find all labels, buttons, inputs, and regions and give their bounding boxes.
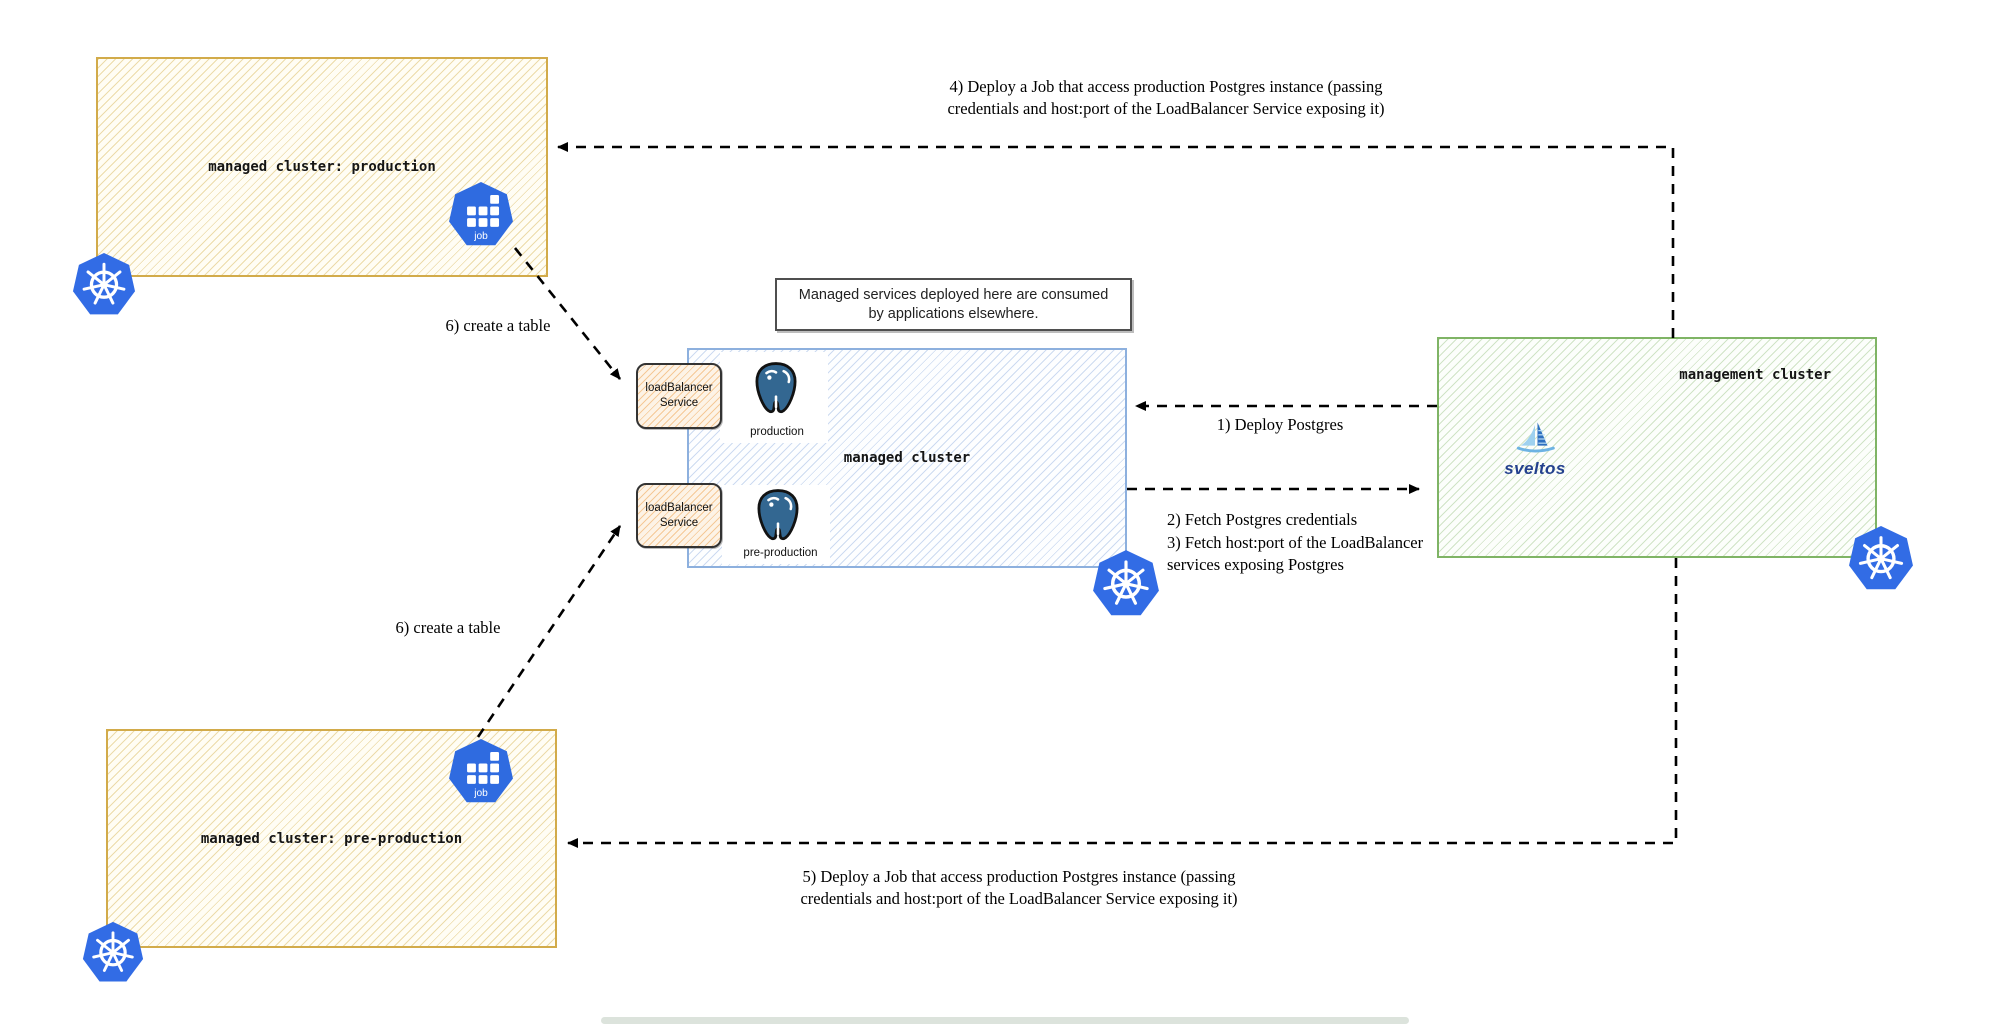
kubernetes-icon-production [71,251,137,317]
cluster-box-management: management cluster [1437,337,1877,558]
job-icon-production: job [447,180,515,248]
postgres-icon-production [750,361,802,417]
arrow-step6-top [513,247,622,380]
step6-bottom-label: 6) create a table [395,618,501,637]
sveltos-sailboat-icon [1510,420,1560,458]
job-icon-label: job [473,788,488,799]
arrow-step4 [557,142,1675,338]
cluster-title-managed: managed cluster [843,450,971,466]
step3-line1: 3) Fetch host:port of the LoadBalancer [1167,532,1424,552]
job-icon-pre-production: job [447,737,515,805]
kubernetes-icon-management [1847,524,1915,592]
kubernetes-icon-managed [1091,548,1161,618]
note-box: Managed services deployed here are consu… [775,278,1132,331]
kubernetes-icon-pre-production [81,920,145,984]
loadbalancer-service-production: loadBalancer Service [636,363,722,429]
step5-line2: credentials and host:port of the LoadBal… [800,889,1238,908]
lb-label-line2: Service [659,397,699,409]
step1-label: 1) Deploy Postgres [1216,415,1344,434]
note-line-2: by applications elsewhere. [868,305,1039,322]
sveltos-logo: sveltos [1492,420,1578,479]
cluster-title-production: managed cluster: production [208,159,436,175]
postgres-icon-pre-production [752,488,804,544]
step6-top-label: 6) create a table [445,316,551,335]
step4-label: 4) Deploy a Job that access production P… [926,76,1406,120]
step2-3-label: 2) Fetch Postgres credentials 3) Fetch h… [1167,509,1487,577]
lb-label-line1: loadBalancer [645,382,713,395]
step2-line: 2) Fetch Postgres credentials [1167,510,1358,529]
lb-label-line2: Service [659,516,699,529]
step4-line2: credentials and host:port of the LoadBal… [947,99,1385,118]
sveltos-label: sveltos [1504,459,1566,478]
step5-label: 5) Deploy a Job that access production P… [779,866,1259,910]
postgres-label-production: production [750,426,804,438]
job-icon-label: job [473,231,488,242]
lb-label-line1: loadBalancer [645,501,713,514]
cluster-title-management: management cluster [1679,367,1831,383]
cluster-title-pre-production: managed cluster: pre-production [200,830,463,847]
note-line-1: Managed services deployed here are consu… [798,286,1109,303]
arrow-step5 [567,558,1678,848]
step4-line1: 4) Deploy a Job that access production P… [949,77,1383,96]
loadbalancer-service-pre-production: loadBalancer Service [636,483,722,548]
cluster-box-production: managed cluster: production [96,57,548,277]
postgres-label-pre-production: pre-production [743,547,818,559]
horizontal-scrollbar[interactable] [601,1017,1409,1024]
arrow-step6-bottom [476,525,622,738]
step5-line1: 5) Deploy a Job that access production P… [802,867,1236,886]
step3-line2: services exposing Postgres [1167,555,1344,574]
